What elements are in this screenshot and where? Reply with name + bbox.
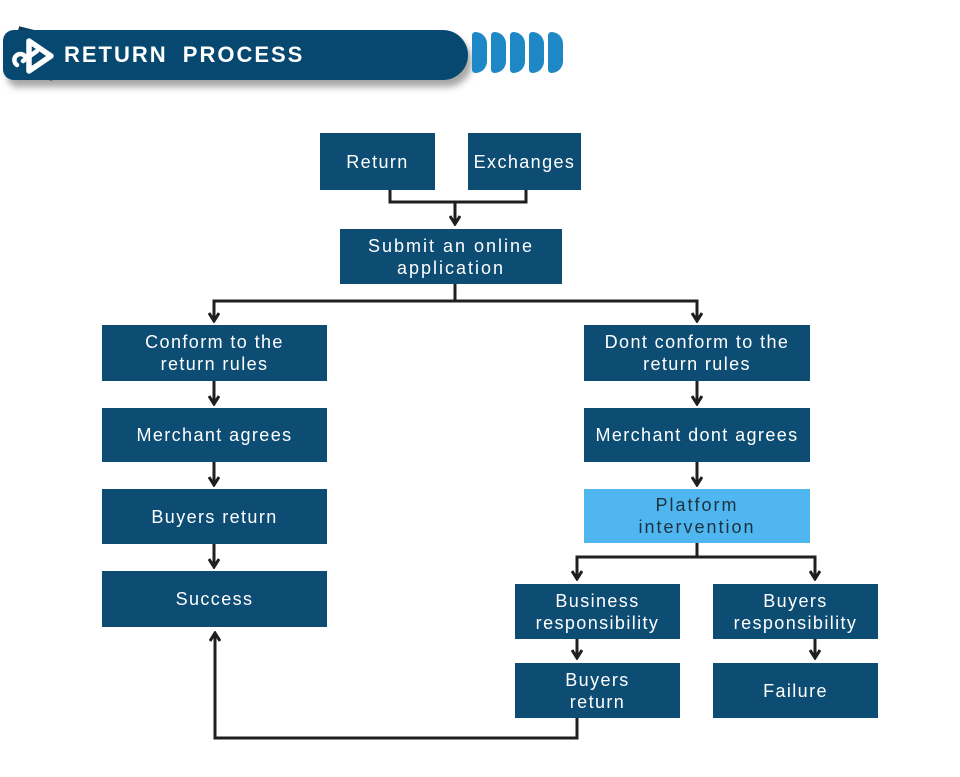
banner-rib-decoration: [529, 32, 544, 73]
node-buyers-return-2-label: Buyers return: [565, 669, 630, 712]
node-dont-conform-rules-label: Dont conform to the return rules: [604, 332, 790, 374]
node-exchanges: Exchanges: [468, 133, 581, 190]
node-failure-label: Failure: [763, 680, 828, 701]
node-submit-application-label: Submit an online application: [367, 235, 535, 278]
page-title: RETURN PROCESS: [64, 42, 305, 67]
node-platform-intervention: Platform intervention: [584, 489, 810, 543]
banner-rib-decoration: [510, 32, 525, 73]
node-success-label: Success: [175, 589, 254, 609]
connector-merge-top: [388, 190, 528, 204]
node-return: Return: [320, 133, 435, 190]
node-platform-intervention-label: Platform intervention: [638, 495, 756, 537]
node-buyers-responsibility: Buyers responsibility: [713, 584, 878, 639]
header-banner: [3, 30, 468, 80]
node-merchant-agrees-label: Merchant agrees: [136, 425, 293, 445]
node-conform-rules-label: Conform to the return rules: [145, 332, 284, 374]
node-merchant-agrees: Merchant agrees: [102, 408, 327, 462]
node-exchanges-label: Exchanges: [473, 151, 576, 172]
node-conform-rules: Conform to the return rules: [102, 325, 327, 381]
node-buyers-responsibility-label: Buyers responsibility: [733, 590, 858, 633]
banner-rib-decoration: [548, 32, 563, 73]
node-buyers-return-2: Buyers return: [515, 663, 680, 718]
node-merchant-dont-agrees-label: Merchant dont agrees: [595, 425, 799, 445]
node-buyers-return-label: Buyers return: [151, 506, 278, 527]
node-dont-conform-rules: Dont conform to the return rules: [584, 325, 810, 381]
node-return-label: Return: [346, 151, 409, 172]
node-buyers-return: Buyers return: [102, 489, 327, 544]
node-merchant-dont-agrees: Merchant dont agrees: [584, 408, 810, 462]
banner-rib-decoration: [472, 32, 487, 73]
node-business-responsibility: Business responsibility: [515, 584, 680, 639]
wrench-play-logo-icon: [12, 38, 54, 74]
node-success: Success: [102, 571, 327, 627]
node-business-responsibility-label: Business responsibility: [535, 590, 660, 633]
node-submit-application: Submit an online application: [340, 229, 562, 284]
banner-rib-decoration: [491, 32, 506, 73]
node-failure: Failure: [713, 663, 878, 718]
